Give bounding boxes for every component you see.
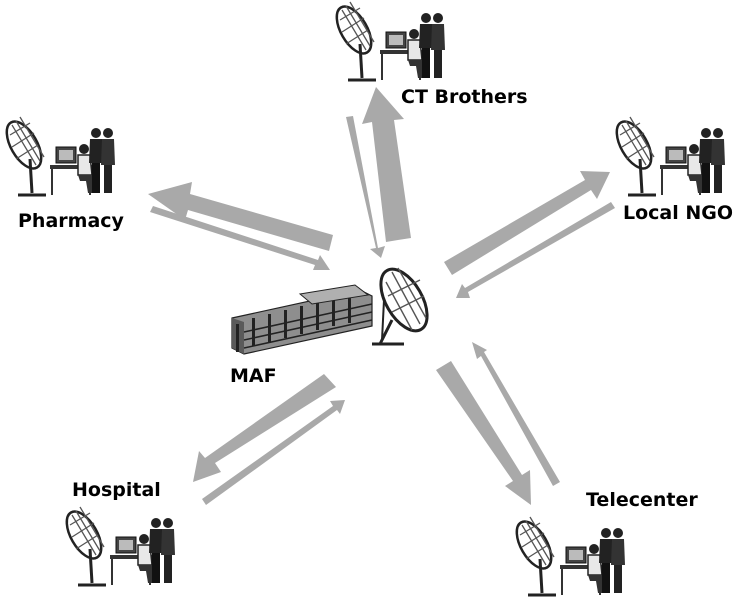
arrow-to-telecenter: [436, 361, 531, 505]
satellite-dish-workstation-icon-local-ngo: [608, 114, 727, 197]
building-icon: [231, 284, 373, 355]
arrow-from-local-ngo: [456, 202, 615, 298]
node-label-hospital: Hospital: [72, 479, 161, 501]
arrow-to-local-ngo: [444, 171, 610, 275]
satellite-dish-workstation-icon-hospital: [58, 504, 177, 587]
satellite-dish-workstation-icon-ct-brothers: [328, 0, 447, 82]
arrow-to-pharmacy: [148, 182, 333, 251]
arrow-to-hospital: [193, 374, 336, 482]
satellite-dish-workstation-icon-telecenter: [508, 514, 627, 597]
arrow-from-pharmacy: [150, 206, 330, 270]
arrow-from-ct-brothers: [346, 116, 385, 258]
arrow-from-hospital: [202, 400, 345, 505]
arrow-to-ct-brothers: [362, 87, 411, 242]
node-label-pharmacy: Pharmacy: [18, 210, 124, 232]
arrow-from-telecenter: [472, 342, 560, 486]
satellite-dish-icon: [372, 267, 429, 346]
node-label-ct-brothers: CT Brothers: [401, 86, 528, 108]
arrow-group: [148, 87, 615, 505]
node-label-local-ngo: Local NGO: [623, 202, 734, 224]
satellite-dish-workstation-icon-pharmacy: [0, 114, 117, 197]
node-label-telecenter: Telecenter: [586, 489, 698, 511]
hub-label: MAF: [230, 365, 277, 387]
